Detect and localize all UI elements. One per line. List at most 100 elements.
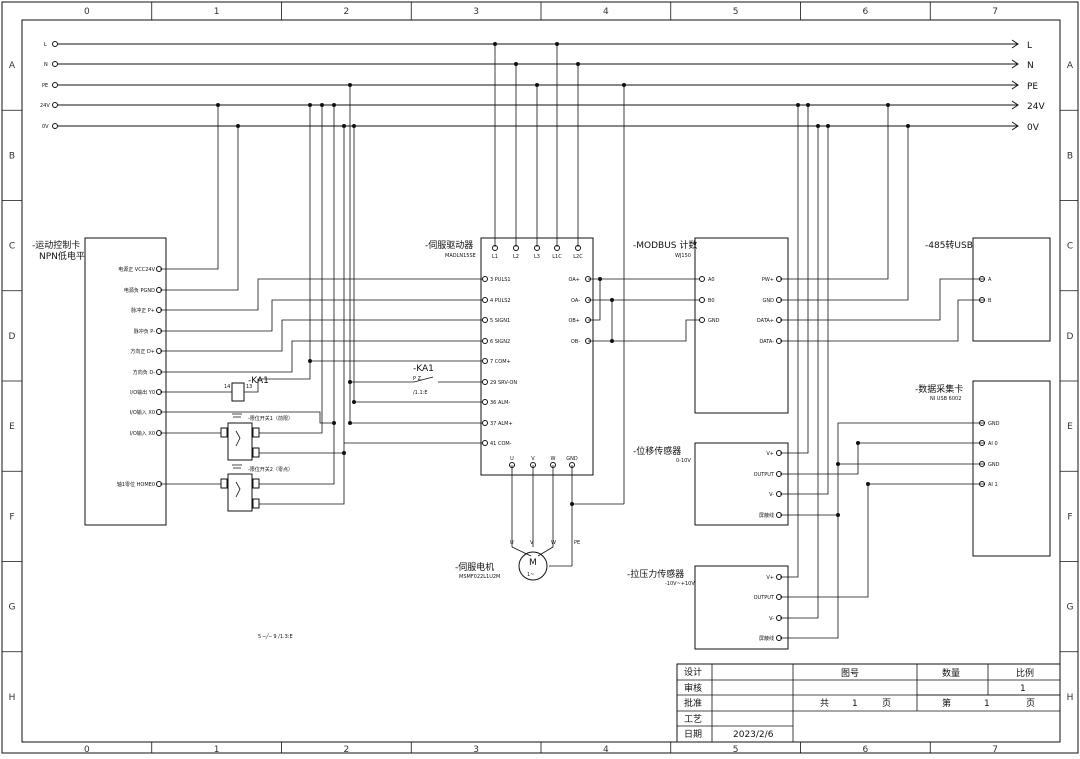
motor-pin-w: W [551, 540, 556, 546]
servo-bottom-pin: GND [566, 456, 578, 462]
terminal [482, 399, 488, 405]
tb-scale: 比例 [1016, 667, 1034, 679]
motion-card-subtitle: NPN低电平 [39, 250, 85, 262]
bus-labels-left: L N PE 24V 0V [40, 42, 50, 130]
tb-quantity: 数量 [942, 667, 960, 679]
relay-contact-ref: /1.1:E [413, 390, 427, 396]
junction-dot [332, 421, 336, 425]
terminal [482, 297, 488, 303]
junction-dots [216, 42, 910, 517]
bus-left-24V: 24V [40, 103, 50, 109]
motor-pin-v: V [530, 540, 534, 546]
grid-row-right: D [1067, 332, 1074, 342]
grid-col-top: 1 [214, 7, 220, 17]
junction-dot [352, 400, 356, 404]
grid-row-left: A [9, 61, 16, 71]
servo-right-pin: OA- [571, 298, 580, 304]
grid-row-left: B [9, 151, 15, 161]
bus-labels-right: L N PE 24V 0V [1027, 41, 1045, 133]
grid-col-bottom: 3 [473, 745, 479, 755]
motor-pin-pe: PE [574, 540, 580, 546]
servo-drive-model: MADLN15SE [445, 253, 476, 259]
servo-drive-title: -伺服驱动器 [425, 239, 473, 251]
wiring-modbus-485 [780, 105, 985, 342]
motion-card-pin: 轴1零位 HOME0 [117, 481, 155, 488]
grid-row-right: C [1067, 242, 1073, 252]
junction-dot [308, 359, 312, 363]
junction-dot [856, 441, 860, 445]
terminal [482, 338, 488, 344]
bus-right-0V: 0V [1027, 123, 1040, 133]
grid-row-right: H [1067, 693, 1074, 703]
relay-contact-label: -KA1 [413, 364, 434, 374]
usb485-title: -485转USB [925, 239, 973, 251]
disp-sensor-pin: V- [769, 492, 774, 498]
terminal [482, 440, 488, 446]
limit1-label: -限位开关1（前限） [248, 415, 293, 422]
modbus-left-pin: A0 [708, 277, 715, 283]
force-sensor-title: -拉压力传感器 [627, 568, 684, 580]
daq-pin: GND [988, 462, 1000, 468]
servo-bottom-pin: U [510, 456, 514, 462]
relay-coil [231, 382, 245, 402]
limit-switch-1: -限位开关1（前限） [220, 413, 293, 461]
tb-total-a: 共 [820, 698, 829, 709]
servo-left-pin: 3 PULS1 [490, 277, 511, 283]
force-sensor-range: -10V~+10V [665, 581, 695, 587]
grid-col-top: 6 [863, 7, 869, 17]
motion-card-pin: 方向负 D- [133, 369, 155, 376]
modbus-title: -MODBUS 计数 [633, 239, 697, 251]
junction-dot [622, 83, 626, 87]
title-block: 设计 审核 批准 工艺 日期 2023/2/6 图号 数量 比例 1 共 1 页… [676, 663, 1061, 743]
grid-row-right: G [1067, 603, 1074, 613]
junction-dot [236, 124, 240, 128]
motion-card-pin: 电源负 PGND [124, 287, 155, 294]
bus-right-PE: PE [1027, 82, 1038, 92]
servo-left-pin: 5 SIGN1 [490, 318, 510, 324]
tb-total-n: 1 [852, 699, 858, 709]
grid-col-top: 5 [733, 7, 739, 17]
servo-left-pin: 37 ALM+ [490, 421, 513, 427]
grid-col-bottom: 6 [863, 745, 869, 755]
grid-col-bottom: 7 [992, 745, 998, 755]
grid-col-top: 0 [84, 7, 90, 17]
motion-card-pin: 脉冲负 P- [134, 328, 155, 335]
grid-row-left: G [9, 603, 16, 613]
grid-col-bottom: 5 [733, 745, 739, 755]
motion-card-title: -运动控制卡 [32, 239, 80, 251]
junction-dot [493, 42, 497, 46]
junction-dot [836, 513, 840, 517]
servo-top-pin: L2C [573, 254, 583, 260]
tb-drawing-no: 图号 [841, 668, 859, 679]
junction-dot [610, 298, 614, 302]
relay-coil-pin-b: 13 [246, 384, 252, 390]
bus-left-N: N [44, 62, 48, 68]
servo-top-pin: L3 [534, 254, 540, 260]
junction-dot [348, 421, 352, 425]
junction-dot [555, 42, 559, 46]
motion-card-pin: I/O输入 X0 [130, 430, 155, 437]
bus-left-L: L [44, 42, 47, 48]
junction-dot [598, 277, 602, 281]
modbus-right-pin: GND [763, 298, 775, 304]
modbus-left-pin: B0 [708, 298, 715, 304]
servo-left-pin: 41 COM- [490, 441, 512, 447]
junction-dot [332, 103, 336, 107]
grid-row-right: E [1067, 422, 1073, 432]
servo-left-pin: 4 PULS2 [490, 298, 511, 304]
junction-dot [906, 124, 910, 128]
servo-top-pin: L1 [492, 254, 498, 260]
force-sensor-pin: 屏蔽线 [759, 635, 774, 642]
junction-dot [216, 103, 220, 107]
junction-dot [570, 502, 574, 506]
servo-right-pin: OB- [571, 339, 580, 345]
terminal [482, 420, 488, 426]
motor-model: MSMF022L1U2M [459, 574, 500, 580]
motor-title: -伺服电机 [455, 561, 494, 573]
grid-col-bottom: 4 [603, 745, 609, 755]
tb-page-n: 1 [984, 699, 990, 709]
